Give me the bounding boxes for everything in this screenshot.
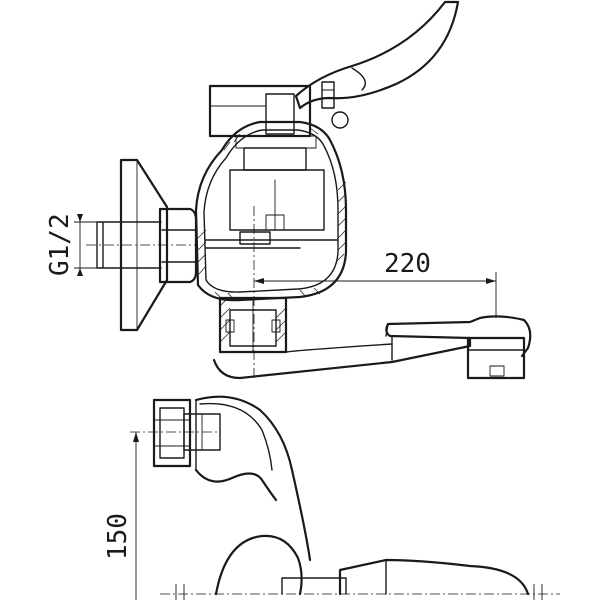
valve-body — [194, 120, 348, 302]
reach-dimension: 220 — [254, 249, 497, 318]
elevation-connector — [152, 398, 221, 468]
hex-nut — [158, 207, 198, 284]
reach-dimension-label: 220 — [384, 249, 431, 279]
elevation-view: 150 — [103, 395, 560, 600]
water-channel — [205, 231, 339, 249]
elevation-lever-base — [214, 534, 347, 596]
height-dimension-label: 150 — [103, 513, 133, 560]
aerator — [466, 336, 526, 380]
cartridge — [229, 135, 325, 231]
thread-dimension-label: G1/2 — [45, 213, 75, 276]
spout — [212, 315, 532, 380]
lever-handle — [208, 0, 460, 138]
base-ticks — [175, 584, 543, 600]
height-dimension: 150 — [103, 432, 139, 600]
section-view: G1/2 220 — [45, 0, 532, 380]
thread-dimension: G1/2 — [45, 213, 100, 276]
swivel-connector — [218, 296, 288, 354]
elevation-body — [194, 395, 312, 562]
elevation-spout — [338, 558, 530, 596]
set-screw — [321, 81, 349, 129]
inlet-pipe — [96, 221, 162, 269]
